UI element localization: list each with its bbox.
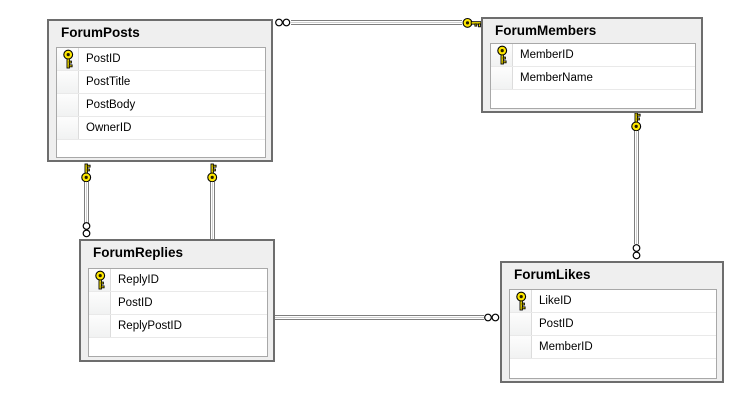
table-forumreplies[interactable]: ForumReplies ReplyID PostID ReplyPostID	[79, 239, 275, 362]
table-forumposts[interactable]: ForumPosts PostID PostTitle PostBody Own…	[47, 19, 273, 162]
primary-key-icon	[62, 49, 73, 69]
key-icon	[205, 163, 219, 183]
relationship-line-replies-likes[interactable]	[273, 315, 484, 320]
row-selector[interactable]	[491, 44, 513, 66]
empty-row-area	[57, 140, 265, 157]
table-forummembers[interactable]: ForumMembers MemberID MemberName	[481, 17, 703, 113]
relationship-line-members-likes[interactable]	[634, 131, 639, 244]
column-row[interactable]: PostID	[57, 48, 265, 71]
table-title[interactable]: ForumLikes	[514, 267, 591, 282]
column-name: PostID	[118, 297, 153, 309]
empty-row-area	[510, 359, 716, 378]
column-row[interactable]: PostTitle	[57, 71, 265, 94]
table-title[interactable]: ForumMembers	[495, 23, 597, 38]
column-name: MemberName	[520, 72, 593, 84]
row-selector[interactable]	[57, 48, 79, 70]
relationship-posts-members	[274, 18, 292, 27]
column-row[interactable]: MemberID	[491, 44, 695, 67]
column-row[interactable]: ReplyPostID	[89, 315, 267, 338]
key-icon	[629, 112, 643, 132]
primary-key-icon	[496, 45, 507, 65]
row-selector[interactable]	[491, 67, 513, 89]
column-row[interactable]: LikeID	[510, 290, 716, 313]
relationship-line-posts-replies-1[interactable]	[84, 182, 89, 223]
row-selector[interactable]	[510, 313, 532, 335]
column-name: MemberID	[539, 341, 593, 353]
column-row[interactable]: ReplyID	[89, 269, 267, 292]
column-grid: MemberID MemberName	[490, 43, 696, 109]
primary-key-icon	[515, 291, 526, 311]
column-grid: ReplyID PostID ReplyPostID	[88, 268, 268, 357]
row-selector[interactable]	[57, 117, 79, 139]
column-row[interactable]: PostBody	[57, 94, 265, 117]
column-row[interactable]: PostID	[510, 313, 716, 336]
column-name: PostTitle	[86, 76, 131, 88]
table-forumlikes[interactable]: ForumLikes LikeID PostID MemberID	[500, 261, 724, 383]
row-selector[interactable]	[89, 292, 111, 314]
key-icon	[462, 16, 482, 30]
column-name: LikeID	[539, 295, 572, 307]
column-row[interactable]: PostID	[89, 292, 267, 315]
table-title[interactable]: ForumReplies	[93, 245, 184, 260]
column-name: PostID	[539, 318, 574, 330]
row-selector[interactable]	[57, 71, 79, 93]
column-name: PostID	[86, 53, 121, 65]
empty-row-area	[89, 338, 267, 356]
infinity-icon	[82, 221, 91, 239]
column-name: ReplyPostID	[118, 320, 182, 332]
row-selector[interactable]	[510, 290, 532, 312]
row-selector[interactable]	[89, 315, 111, 337]
table-title[interactable]: ForumPosts	[61, 25, 140, 40]
column-name: PostBody	[86, 99, 136, 111]
column-name: MemberID	[520, 49, 574, 61]
infinity-icon	[483, 313, 501, 322]
relationship-line-posts-members[interactable]	[291, 20, 462, 25]
column-row[interactable]: MemberName	[491, 67, 695, 90]
row-selector[interactable]	[89, 269, 111, 291]
column-row[interactable]: OwnerID	[57, 117, 265, 140]
relationship-line-posts-replies-2[interactable]	[210, 182, 215, 239]
row-selector[interactable]	[510, 336, 532, 358]
column-name: OwnerID	[86, 122, 132, 134]
infinity-icon	[632, 243, 641, 261]
column-grid: LikeID PostID MemberID	[509, 289, 717, 379]
primary-key-icon	[94, 270, 105, 290]
key-icon	[79, 163, 93, 183]
column-name: ReplyID	[118, 274, 159, 286]
infinity-icon	[275, 18, 291, 27]
empty-row-area	[491, 90, 695, 108]
column-grid: PostID PostTitle PostBody OwnerID	[56, 47, 266, 158]
row-selector[interactable]	[57, 94, 79, 116]
column-row[interactable]: MemberID	[510, 336, 716, 359]
